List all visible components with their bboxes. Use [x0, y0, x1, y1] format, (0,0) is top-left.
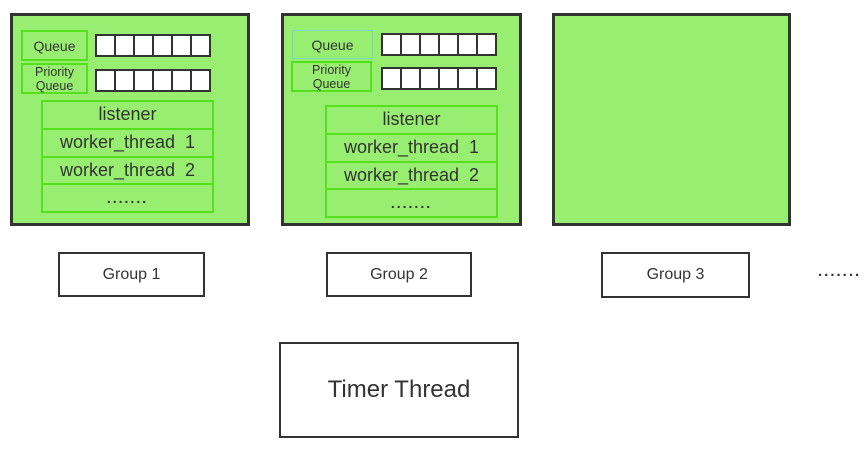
worker-thread-2-row: worker_thread 2: [43, 155, 212, 184]
group-2-priority-queue-cells: [381, 67, 497, 90]
group-2-queue-cells: [381, 33, 497, 56]
group-1-thread-table: listener worker_thread 1 worker_thread 2…: [41, 100, 214, 213]
queue-cell: [133, 34, 154, 57]
worker-thread-2-row: worker_thread 2: [327, 160, 496, 189]
group-1-label: Group 1: [102, 265, 161, 283]
listener-row: listener: [382, 109, 441, 130]
queue-label-text: Queue: [33, 37, 76, 54]
group-2-container: Queue Priority Queue listener worker_thr…: [281, 13, 522, 226]
queue-cell: [190, 34, 211, 57]
group-1-queue-label: Queue: [21, 30, 88, 61]
queue-cell: [171, 34, 192, 57]
queue-cell: [171, 69, 192, 92]
group-2-priority-queue-label: Priority Queue: [291, 61, 372, 92]
priority-queue-label-line2: Queue: [35, 78, 74, 93]
timer-thread-box: Timer Thread: [279, 342, 519, 438]
group-2-label-box: Group 2: [326, 252, 472, 297]
more-groups-ellipsis: .......: [818, 263, 862, 280]
queue-cell: [95, 34, 116, 57]
worker-thread-1-row: worker_thread 1: [327, 132, 496, 161]
group-3-label: Group 3: [646, 266, 705, 283]
queue-cell: [400, 67, 421, 90]
listener-row: listener: [98, 104, 157, 125]
queue-cell: [457, 33, 478, 56]
queue-cell: [457, 67, 478, 90]
group-1-container: Queue Priority Queue listener worker_thr…: [10, 13, 250, 226]
group-3-container: [552, 13, 791, 226]
queue-cell: [152, 34, 173, 57]
queue-cell: [190, 69, 211, 92]
more-threads-ellipsis: .......: [327, 188, 496, 216]
queue-cell: [381, 67, 402, 90]
queue-cell: [438, 33, 459, 56]
more-threads-ellipsis: .......: [43, 183, 212, 211]
queue-cell: [400, 33, 421, 56]
queue-cell: [152, 69, 173, 92]
queue-cell: [476, 33, 497, 56]
priority-queue-label-line2: Queue: [312, 76, 351, 91]
group-1-queue-cells: [95, 34, 211, 57]
queue-cell: [133, 69, 154, 92]
queue-cell: [114, 34, 135, 57]
group-3-label-box: Group 3: [601, 252, 750, 298]
queue-cell: [438, 67, 459, 90]
queue-cell: [381, 33, 402, 56]
group-1-label-box: Group 1: [58, 252, 205, 297]
queue-cell: [419, 33, 440, 56]
group-2-thread-table: listener worker_thread 1 worker_thread 2…: [325, 105, 498, 218]
group-1-priority-queue-cells: [95, 69, 211, 92]
priority-queue-label-line1: Priority: [35, 64, 74, 79]
priority-queue-label-line1: Priority: [312, 62, 351, 77]
group-1-priority-queue-label: Priority Queue: [21, 63, 88, 94]
queue-cell: [419, 67, 440, 90]
worker-thread-1-row: worker_thread 1: [43, 127, 212, 156]
group-2-queue-label: Queue: [292, 30, 373, 59]
timer-thread-label: Timer Thread: [327, 376, 471, 403]
queue-cell: [95, 69, 116, 92]
group-2-label: Group 2: [370, 265, 428, 283]
queue-cell: [114, 69, 135, 92]
queue-label-text: Queue: [311, 36, 354, 53]
queue-cell: [476, 67, 497, 90]
